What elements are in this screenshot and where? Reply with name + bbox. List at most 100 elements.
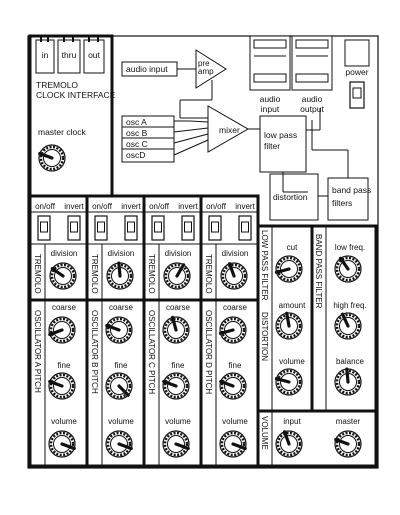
tremolo-onoff-switch[interactable] xyxy=(208,215,222,241)
distortion-volume-knob[interactable] xyxy=(274,368,303,396)
tremolo-onoff-label: on/off xyxy=(35,202,56,211)
tremolo-onoff-switch[interactable] xyxy=(37,215,51,241)
tremolo-division-label: division xyxy=(165,249,192,258)
tremolo-vertical-label: TREMOLO xyxy=(33,254,42,294)
mixer-triangle xyxy=(207,105,250,153)
high-freq-knob[interactable] xyxy=(334,312,362,340)
audio-input-jack-label-2: input xyxy=(261,104,280,114)
tremolo-invert-switch[interactable] xyxy=(67,215,81,241)
audio-output-jack-label-2: output xyxy=(300,104,324,114)
fine-knob[interactable] xyxy=(162,372,190,400)
tremolo-vertical-label: TREMOLO xyxy=(90,254,99,294)
band-pass-filters-label-1: band pass xyxy=(332,185,371,195)
volume-label: volume xyxy=(165,417,191,426)
osc-a-label: osc A xyxy=(126,117,147,127)
osc-b-label: osc B xyxy=(126,128,148,138)
tremolo-invert-label: invert xyxy=(121,202,141,211)
clock-out-jack[interactable]: out xyxy=(83,36,105,74)
cut-knob[interactable] xyxy=(274,255,303,283)
volume-knob[interactable] xyxy=(162,430,190,458)
coarse-knob[interactable] xyxy=(218,316,247,344)
tremolo-division-knob[interactable] xyxy=(106,261,134,290)
fine-knob[interactable] xyxy=(219,372,247,400)
tremolo-invert-switch[interactable] xyxy=(124,215,138,241)
tremolo-division-knob[interactable] xyxy=(163,262,191,290)
amount-label: amount xyxy=(279,301,306,310)
clock-thru-jack[interactable]: thru xyxy=(57,36,81,74)
oscillator-vertical-label: OSCILLATOR C PITCH xyxy=(147,310,156,394)
tremolo-invert-label: invert xyxy=(178,202,198,211)
tremolo-invert-label: invert xyxy=(235,202,255,211)
audio-input-jack[interactable] xyxy=(249,35,291,91)
cut-label: cut xyxy=(287,243,298,252)
volume-knob[interactable] xyxy=(219,430,247,458)
power-switch[interactable] xyxy=(349,81,365,109)
volume-label: volume xyxy=(108,417,134,426)
channel-frames xyxy=(28,194,378,468)
preamp-triangle xyxy=(195,49,227,89)
clock-in-jack[interactable]: in xyxy=(35,36,55,74)
tremolo-clock-title-2: CLOCK INTERFACE xyxy=(36,90,116,100)
coarse-knob[interactable] xyxy=(162,315,190,344)
volume-input-knob[interactable] xyxy=(275,430,303,458)
volume-master-knob[interactable] xyxy=(334,430,362,458)
coarse-label: coarse xyxy=(166,303,191,312)
fine-label: fine xyxy=(115,361,128,370)
audio-input-jack-label-1: audio xyxy=(260,94,281,104)
audio-input-label: audio input xyxy=(126,64,168,74)
low-freq-label: low freq. xyxy=(335,243,365,252)
clock-in-label: in xyxy=(42,50,49,60)
high-freq-label: high freq. xyxy=(333,301,366,310)
clock-thru-label: thru xyxy=(62,50,77,60)
distortion-label: distortion xyxy=(273,192,308,202)
power-label: power xyxy=(345,67,368,77)
distortion-volume-label: volume xyxy=(279,357,305,366)
power-indicator xyxy=(344,39,370,67)
master-clock-knob[interactable] xyxy=(38,144,66,172)
tremolo-onoff-label: on/off xyxy=(206,202,227,211)
volume-knob[interactable] xyxy=(48,430,76,458)
tremolo-onoff-switch[interactable] xyxy=(151,215,165,241)
tremolo-vertical-label: TREMOLO xyxy=(204,254,213,294)
amount-knob[interactable] xyxy=(275,311,303,340)
signal-flow xyxy=(121,49,369,221)
fine-label: fine xyxy=(58,361,71,370)
tremolo-division-label: division xyxy=(51,249,78,258)
oscillator-vertical-label: OSCILLATOR A PITCH xyxy=(33,310,42,393)
volume-label: volume xyxy=(51,417,77,426)
master-clock-label: master clock xyxy=(38,127,86,137)
balance-knob[interactable] xyxy=(334,367,362,396)
channel-thin-lines xyxy=(30,211,327,466)
tremolo-invert-label: invert xyxy=(64,202,84,211)
tremolo-onoff-label: on/off xyxy=(149,202,170,211)
fine-label: fine xyxy=(229,361,242,370)
balance-label: balance xyxy=(336,357,365,366)
coarse-knob[interactable] xyxy=(48,316,76,344)
distortion-vertical-label: DISTORTION xyxy=(260,312,269,361)
tremolo-onoff-switch[interactable] xyxy=(94,215,108,241)
volume-label: volume xyxy=(222,417,248,426)
audio-output-jack[interactable] xyxy=(291,35,333,91)
distortion-box xyxy=(269,173,319,221)
tremolo-division-knob[interactable] xyxy=(220,262,248,290)
fine-knob[interactable] xyxy=(48,372,76,400)
tremolo-onoff-label: on/off xyxy=(92,202,113,211)
tremolo-division-label: division xyxy=(222,249,249,258)
preamp-label-2: amp xyxy=(198,67,214,76)
tremolo-division-knob[interactable] xyxy=(49,262,77,290)
tremolo-invert-switch[interactable] xyxy=(238,215,252,241)
coarse-knob[interactable] xyxy=(105,316,133,344)
volume-input-label: input xyxy=(283,417,301,426)
fine-knob[interactable] xyxy=(105,372,133,400)
volume-knob[interactable] xyxy=(105,430,133,458)
coarse-label: coarse xyxy=(223,303,248,312)
fine-label: fine xyxy=(172,361,185,370)
band-pass-filters-label-2: filters xyxy=(332,198,352,208)
osc-d-label: oscD xyxy=(126,150,145,160)
osc-c-label: osc C xyxy=(126,139,148,149)
low-freq-knob[interactable] xyxy=(334,255,362,283)
volume-master-label: master xyxy=(336,417,361,426)
tremolo-invert-switch[interactable] xyxy=(181,215,195,241)
